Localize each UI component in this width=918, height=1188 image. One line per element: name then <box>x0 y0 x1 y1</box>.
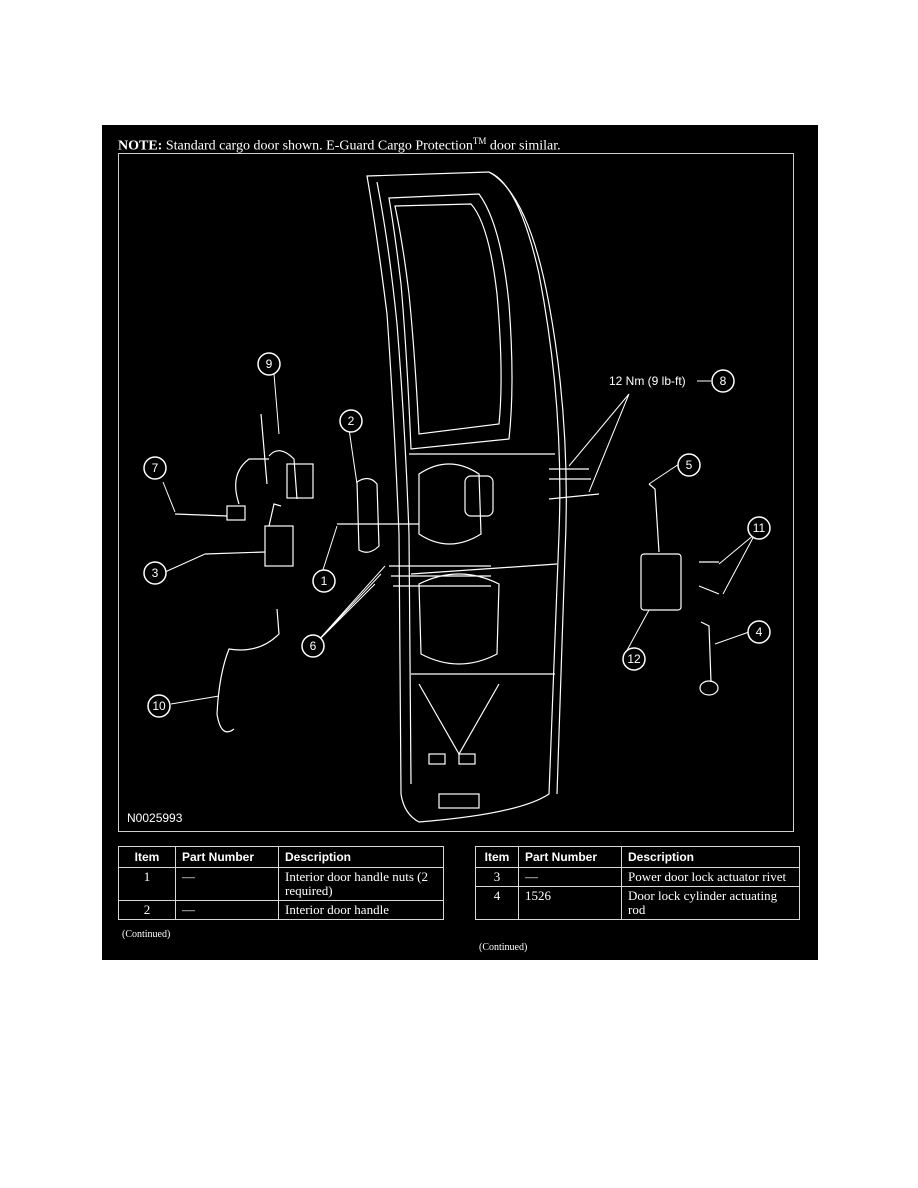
header-description: Description <box>621 846 800 868</box>
note-text: Standard cargo door shown. E-Guard Cargo… <box>165 138 473 154</box>
parts-table-left: Item Part Number Description 1 — Interio… <box>118 846 444 920</box>
item-cell: 4 <box>475 886 519 920</box>
callout-10: 10 <box>152 699 166 713</box>
interior-handle <box>356 477 380 553</box>
description-cell: Interior door handle nuts (2 required) <box>278 867 444 901</box>
note-label: NOTE: <box>118 138 163 154</box>
window-opening <box>394 203 502 435</box>
part-number-cell: — <box>175 900 279 920</box>
item-cell: 3 <box>475 867 519 887</box>
table-row: 2 — Interior door handle <box>118 900 444 920</box>
header-item: Item <box>118 846 176 868</box>
table-header-row: Item Part Number Description <box>118 846 444 868</box>
continued-note-left: (Continued) <box>122 929 171 940</box>
continued-note-right: (Continued) <box>479 942 528 953</box>
door-rear-edge <box>488 171 567 795</box>
description-cell: Interior door handle <box>278 900 444 920</box>
table-row: 4 1526 Door lock cylinder actuating rod <box>475 886 800 920</box>
callout-4: 4 <box>756 625 763 639</box>
header-part-number: Part Number <box>518 846 622 868</box>
description-cell: Door lock cylinder actuating rod <box>621 886 800 920</box>
table-header-row: Item Part Number Description <box>475 846 800 868</box>
callout-3: 3 <box>152 566 159 580</box>
header-part-number: Part Number <box>175 846 279 868</box>
callout-8: 8 <box>720 374 727 388</box>
callout-6: 6 <box>310 639 317 653</box>
rod-5 <box>648 483 660 553</box>
item-cell: 1 <box>118 867 176 901</box>
door-diagram: 9 2 7 3 1 6 10 8 5 11 12 4 12 Nm (9 lb-f… <box>118 153 794 832</box>
harness-10 <box>216 608 280 733</box>
figure-panel: NOTE: Standard cargo door shown. E-Guard… <box>102 125 818 960</box>
callout-12: 12 <box>627 652 641 666</box>
rod-4 <box>700 621 712 683</box>
table-row: 1 — Interior door handle nuts (2 require… <box>118 867 444 901</box>
panel-opening-upper <box>418 463 482 545</box>
callout-11: 11 <box>753 521 766 535</box>
callout-1: 1 <box>321 574 328 588</box>
parts-table-right: Item Part Number Description 3 — Power d… <box>475 846 800 920</box>
part-number-cell: — <box>518 867 622 887</box>
note-tail: door similar. <box>486 138 561 154</box>
door-inner-edge <box>376 181 412 785</box>
figure-id: N0025993 <box>127 811 183 825</box>
door-outline <box>366 171 561 823</box>
part-number-cell: 1526 <box>518 886 622 920</box>
header-item: Item <box>475 846 519 868</box>
part-number-cell: — <box>175 867 279 901</box>
torque-label: 12 Nm (9 lb-ft) <box>609 374 686 388</box>
note: NOTE: Standard cargo door shown. E-Guard… <box>118 136 561 155</box>
description-cell: Power door lock actuator rivet <box>621 867 800 887</box>
lock-rod-9 <box>260 413 268 485</box>
item-cell: 2 <box>118 900 176 920</box>
trademark-mark: TM <box>472 136 487 146</box>
header-description: Description <box>278 846 444 868</box>
panel-opening-mid <box>418 573 500 665</box>
callout-9: 9 <box>266 357 273 371</box>
callout-5: 5 <box>686 458 693 472</box>
table-row: 3 — Power door lock actuator rivet <box>475 867 800 887</box>
callout-7: 7 <box>152 461 159 475</box>
callout-2: 2 <box>348 414 355 428</box>
